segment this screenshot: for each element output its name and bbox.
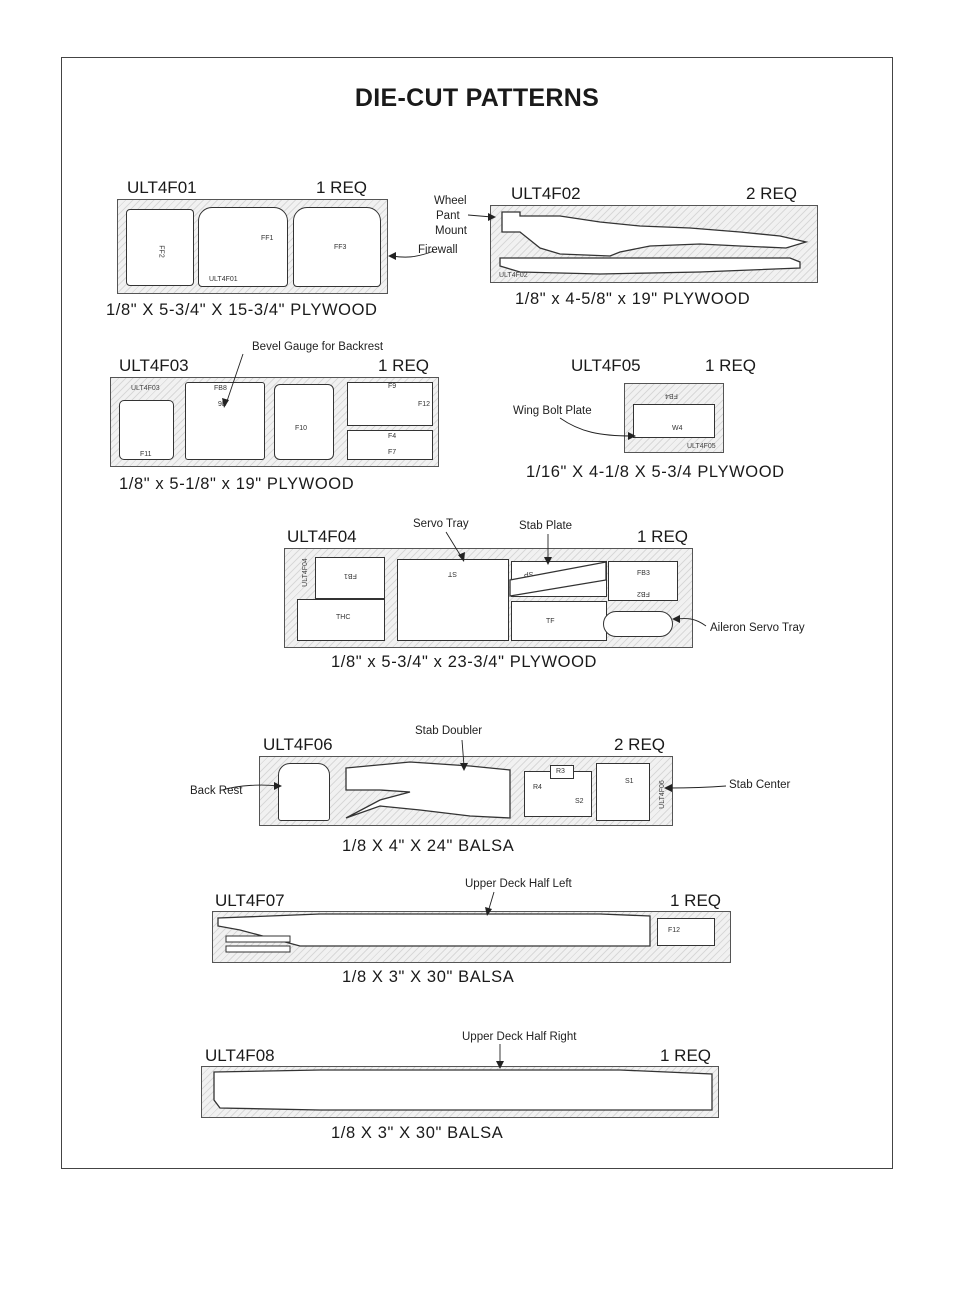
callout-wheel: Wheel [434, 195, 467, 207]
callout-servo-tray: Servo Tray [413, 518, 469, 530]
part-f12: F12 [657, 918, 715, 946]
sheet-dim-ult4f05: 1/16" X 4-1/8 X 5-3/4 PLYWOOD [526, 463, 785, 481]
sheet-code-ult4f04: ULT4F04 [287, 527, 357, 546]
sheet-ult4f08: ULT4F08 [201, 1066, 719, 1118]
sheet-req-ult4f01: 1 REQ [316, 178, 368, 197]
sheet-dim-ult4f06: 1/8 X 4" X 24" BALSA [342, 837, 515, 855]
part-ff3: FF3 [293, 207, 381, 287]
sheet-dim-ult4f01: 1/8" X 5-3/4" X 15-3/4" PLYWOOD [106, 301, 378, 319]
callout-aileron-servo-tray: Aileron Servo Tray [710, 622, 805, 634]
callout-wing-bolt-plate: Wing Bolt Plate [513, 405, 592, 417]
part-thc: THC [297, 599, 385, 641]
callout-bevel-gauge: Bevel Gauge for Backrest [252, 341, 384, 353]
page-title: DIE-CUT PATTERNS [354, 84, 600, 112]
sheet-dim-ult4f08: 1/8 X 3" X 30" BALSA [331, 1124, 504, 1142]
part-st: ST [397, 559, 509, 641]
sheet-dim-ult4f02: 1/8" x 4-5/8" x 19" PLYWOOD [515, 290, 751, 308]
part-ff2: FF2 [126, 209, 194, 286]
page-frame [61, 57, 893, 1169]
sheet-ult4f05: W4 FB4 ULT4F05 [624, 383, 724, 453]
sheet-req-ult4f02: 2 REQ [746, 184, 798, 203]
sheet-req-ult4f08: 1 REQ [660, 1046, 712, 1065]
sheet-label-ult4f02: ULT4F02 [499, 272, 528, 279]
callout-firewall: Firewall [418, 244, 458, 256]
part-w4: W4 [633, 404, 715, 438]
part-s1: S1 [596, 763, 650, 821]
sheet-dim-ult4f07: 1/8 X 3" X 30" BALSA [342, 968, 515, 986]
sheet-ult4f07: ULT4F07 F12 [212, 911, 731, 963]
sheet-req-ult4f07: 1 REQ [670, 891, 722, 910]
part-r3: R3 [550, 765, 574, 779]
part-sp: SP [511, 561, 607, 597]
sheet-code-ult4f03: ULT4F03 [119, 356, 189, 375]
sheet-dim-ult4f04: 1/8" x 5-3/4" x 23-3/4" PLYWOOD [331, 653, 598, 671]
part-f11: F11 [119, 400, 174, 460]
part-f10: F10 [274, 384, 334, 460]
callout-upper-deck-left: Upper Deck Half Left [465, 878, 572, 890]
part-fb1: FB1 [315, 557, 385, 599]
callout-back-rest: Back Rest [190, 785, 243, 797]
sheet-code-ult4f06: ULT4F06 [263, 735, 333, 754]
sheet-req-ult4f03: 1 REQ [378, 356, 430, 375]
sheet-dim-ult4f03: 1/8" x 5-1/8" x 19" PLYWOOD [119, 475, 355, 493]
callout-mount: Mount [435, 225, 467, 237]
sheet-ult4f02: ULT4F02 [490, 205, 818, 283]
callout-stab-plate: Stab Plate [519, 520, 573, 532]
sheet-req-ult4f06: 2 REQ [614, 735, 666, 754]
sheet-req-ult4f05: 1 REQ [705, 356, 757, 375]
callout-pant: Pant [436, 210, 460, 222]
callout-stab-doubler: Stab Doubler [415, 725, 483, 737]
sheet-code-ult4f08: ULT4F08 [205, 1046, 275, 1065]
callout-stab-center: Stab Center [729, 779, 791, 791]
sheet-code-ult4f01: ULT4F01 [127, 178, 197, 197]
part-aileron-servo-tray [603, 611, 673, 637]
part-back-rest [278, 763, 330, 821]
sheet-code-ult4f02: ULT4F02 [511, 184, 581, 203]
sheet-req-ult4f04: 1 REQ [637, 527, 689, 546]
callout-upper-deck-right: Upper Deck Half Right [462, 1031, 577, 1043]
part-tf: TF [511, 601, 607, 641]
sheet-code-ult4f07: ULT4F07 [215, 891, 285, 910]
sheet-code-ult4f05: ULT4F05 [571, 356, 641, 375]
